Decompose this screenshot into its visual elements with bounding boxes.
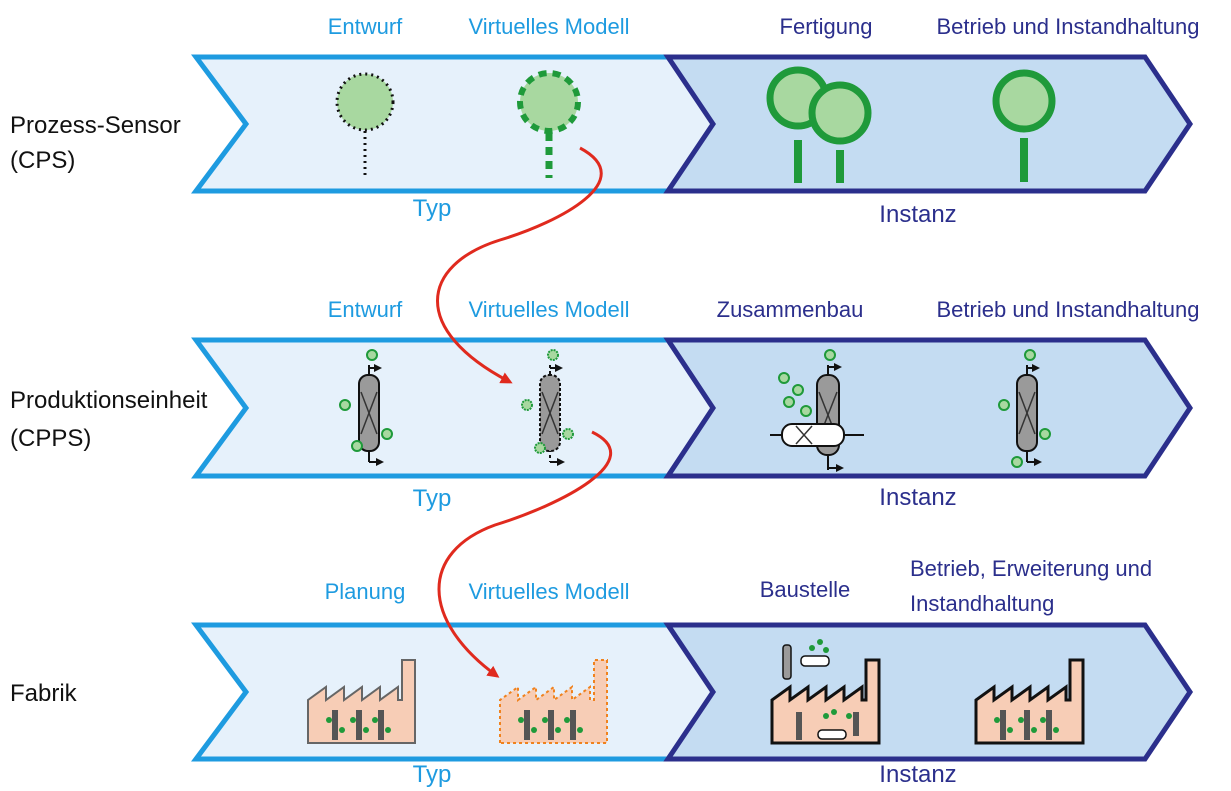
phase-label: Virtuelles Modell (468, 579, 629, 604)
row-fabrik: Fabrik Planung Virtuelles Modell Baustel… (10, 556, 1194, 788)
row-prozess-sensor: Prozess-Sensor (CPS) Entwurf Virtuelles … (10, 14, 1199, 228)
flow-arrow-unit-to-factory (437, 430, 612, 678)
type-chevron (191, 337, 722, 479)
sensor-design-icon (335, 72, 395, 178)
factory-construction-icon (770, 639, 881, 745)
row-label-line-2: (CPPS) (10, 425, 91, 452)
band-label-typ: Typ (413, 485, 452, 512)
instance-chevron (663, 337, 1193, 479)
instance-chevron (663, 622, 1194, 762)
sensor-production-icon (766, 66, 872, 183)
sensor-virtual-icon (517, 70, 581, 178)
phase-label: Planung (325, 579, 406, 604)
row-label-line-1: Produktionseinheit (10, 387, 208, 414)
column-operation-icon (998, 349, 1051, 468)
phase-label: Baustelle (760, 577, 851, 602)
instance-chevron (663, 54, 1194, 194)
row-label-line-1: Prozess-Sensor (10, 112, 181, 139)
factory-planning-icon (307, 659, 416, 744)
row-label-line-1: Fabrik (10, 680, 78, 707)
type-chevron (191, 54, 722, 194)
flow-arrow-sensor-to-unit (436, 146, 603, 384)
column-virtual-icon (521, 349, 574, 466)
phase-label: Entwurf (328, 14, 403, 39)
factory-virtual-icon (499, 659, 608, 744)
sensor-operation-icon (992, 69, 1056, 182)
band-label-instanz: Instanz (879, 201, 956, 228)
phase-label: Virtuelles Modell (468, 297, 629, 322)
band-label-instanz: Instanz (879, 761, 956, 788)
phase-label: Instandhaltung (910, 591, 1054, 616)
column-design-icon (339, 349, 393, 466)
band-label-typ: Typ (413, 761, 452, 788)
row-label-line-2: (CPS) (10, 147, 75, 174)
phase-label: Betrieb, Erweiterung und (910, 556, 1152, 581)
phase-label: Entwurf (328, 297, 403, 322)
phase-label: Betrieb und Instandhaltung (937, 14, 1200, 39)
phase-label: Virtuelles Modell (468, 14, 629, 39)
row-produktionseinheit: Produktionseinheit (CPPS) Entwurf Virtue… (10, 297, 1199, 512)
band-label-typ: Typ (413, 195, 452, 222)
column-assembly-icon (770, 349, 864, 472)
type-chevron (191, 622, 722, 762)
phase-label: Fertigung (780, 14, 873, 39)
factory-operation-icon (974, 658, 1085, 745)
phase-label: Zusammenbau (717, 297, 864, 322)
phase-label: Betrieb und Instandhaltung (937, 297, 1200, 322)
band-label-instanz: Instanz (879, 484, 956, 511)
